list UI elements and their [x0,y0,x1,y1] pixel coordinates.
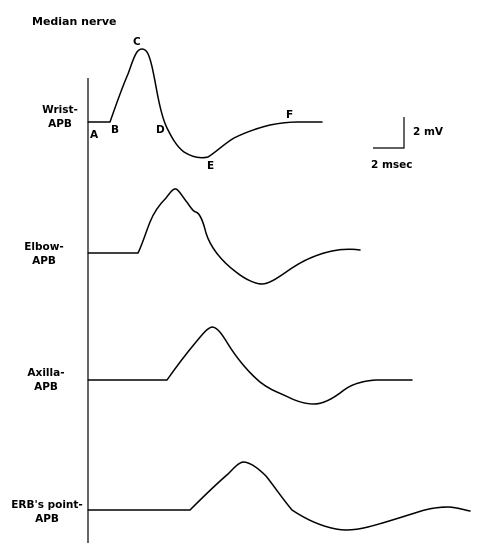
trace-label-wrist-line1: Wrist- [42,104,78,116]
point-label-a: A [90,129,99,141]
waveform-axilla [87,326,413,405]
point-label-b: B [111,124,119,136]
scale-bar [373,117,405,149]
trace-label-elbow-line1: Elbow- [24,241,64,253]
trace-label-elbow-line2: APB [32,255,56,267]
trace-label-erb-line1: ERB's point- [11,499,83,511]
trace-label-axilla-line2: APB [34,381,58,393]
waveform-wrist [87,48,323,159]
point-label-d: D [156,124,165,136]
scale-bar-amplitude-label: 2 mV [413,126,444,138]
trace-label-wrist-line2: APB [48,118,72,130]
trace-label-axilla-line1: Axilla- [27,367,64,379]
diagram-title: Median nerve [32,15,116,28]
waveform-erb-point [87,461,471,531]
point-label-c: C [133,36,141,48]
waveform-elbow [87,188,361,285]
trace-label-erb-line2: APB [35,513,59,525]
point-label-e: E [207,160,214,172]
scale-bar-time-label: 2 msec [371,159,413,171]
point-label-f: F [286,109,293,121]
